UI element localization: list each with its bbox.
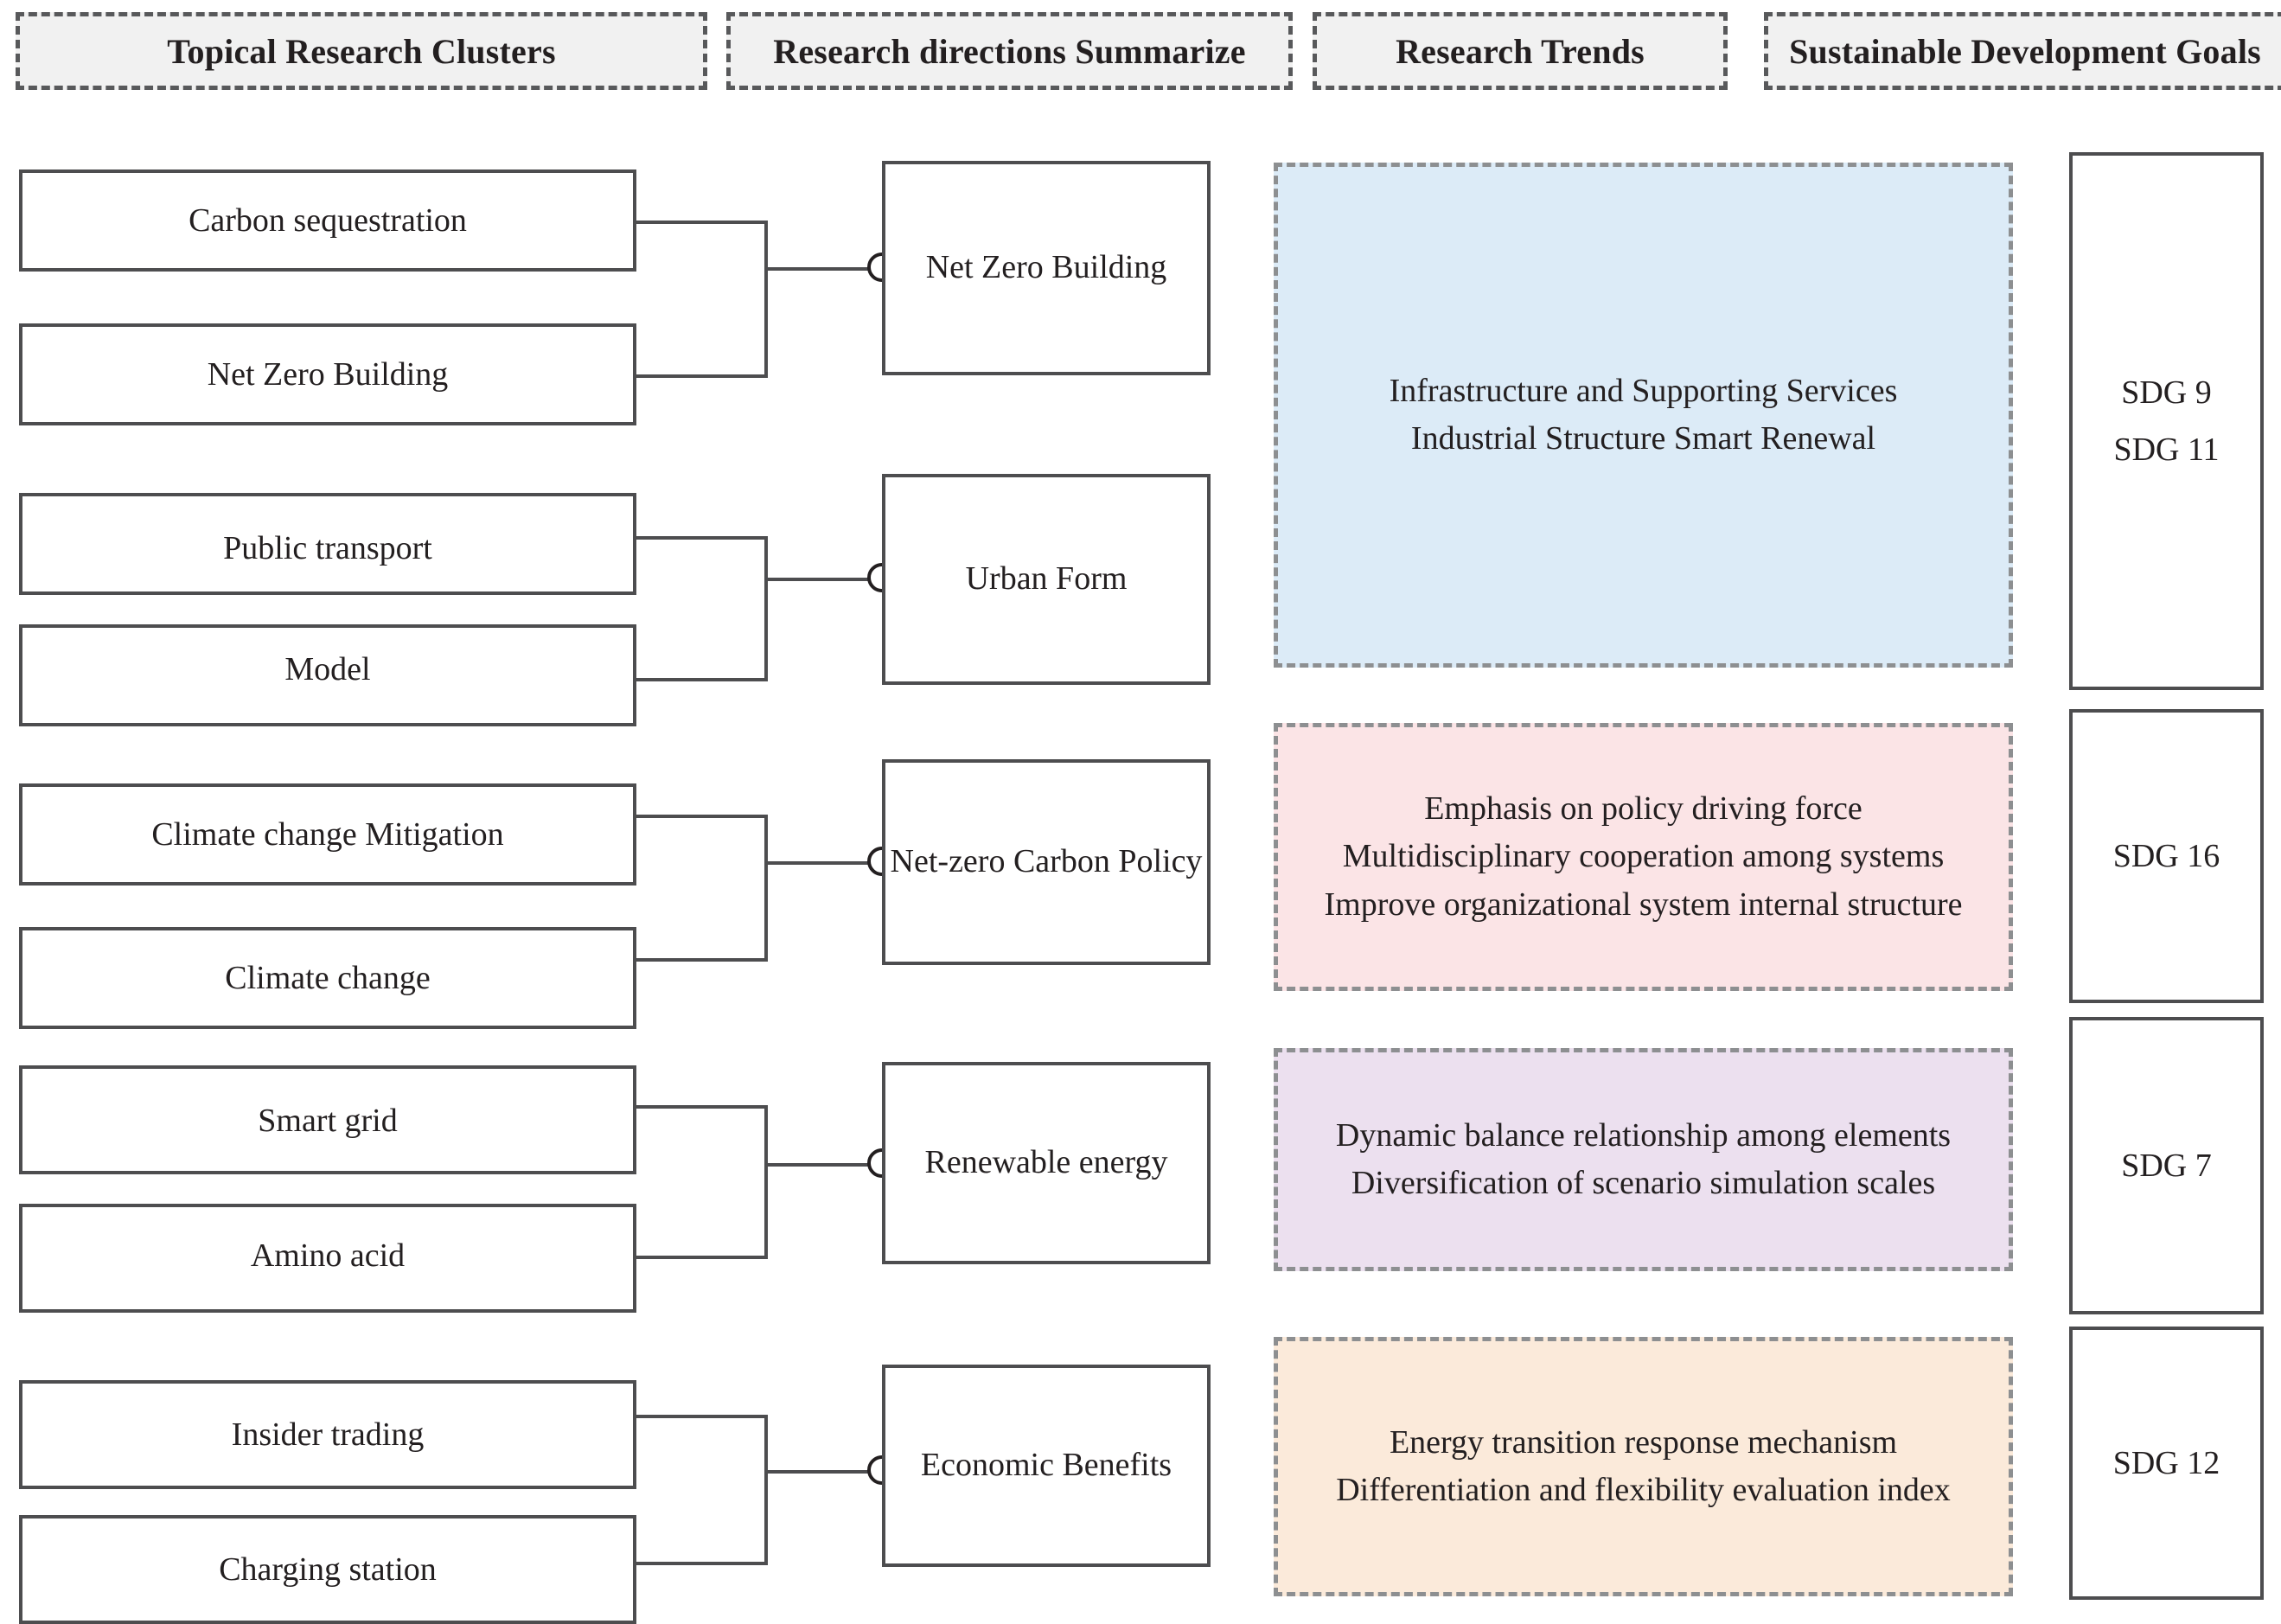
cluster-label: Carbon sequestration: [188, 202, 467, 239]
trend-line: Emphasis on policy driving force: [1424, 790, 1862, 828]
connector-line: [764, 1470, 870, 1474]
connector-line: [636, 1256, 768, 1259]
direction-label: Net Zero Building: [925, 249, 1167, 286]
trend-lines: Emphasis on policy driving force Multidi…: [1278, 785, 2009, 928]
trend-line: Energy transition response mechanism: [1389, 1423, 1898, 1461]
trend-box-energy-transition: Energy transition response mechanism Dif…: [1274, 1337, 2013, 1596]
trend-line: Multidisciplinary cooperation among syst…: [1342, 838, 1945, 875]
column-header-research-directions-summarize: Research directions Summarize: [726, 12, 1293, 90]
cluster-box-climate-change[interactable]: Climate change: [19, 927, 636, 1029]
connector-line: [764, 1105, 768, 1259]
sdg-line: SDG 9: [2121, 374, 2212, 411]
connector-line: [764, 815, 768, 962]
connector-line: [764, 1415, 768, 1565]
connector-line: [636, 374, 768, 378]
cluster-label: Climate change: [225, 960, 431, 996]
direction-box-net-zero-carbon-policy[interactable]: Net-zero Carbon Policy: [882, 759, 1211, 965]
connector-line: [636, 536, 768, 540]
direction-label: Net-zero Carbon Policy: [890, 843, 1203, 880]
direction-box-renewable-energy[interactable]: Renewable energy: [882, 1062, 1211, 1264]
cluster-box-climate-change-mitigation[interactable]: Climate change Mitigation: [19, 783, 636, 886]
sdg-box-7: SDG 7: [2069, 1017, 2264, 1314]
cluster-box-public-transport[interactable]: Public transport: [19, 493, 636, 595]
cluster-label: Public transport: [223, 530, 432, 566]
sdg-lines: SDG 7: [2121, 1128, 2212, 1204]
cluster-label: Model: [284, 651, 371, 687]
column-header-sustainable-development-goals: Sustainable Development Goals: [1764, 12, 2281, 90]
column-header-research-trends: Research Trends: [1313, 12, 1728, 90]
connector-line: [764, 861, 870, 865]
trend-lines: Infrastructure and Supporting Services I…: [1278, 368, 2009, 463]
cluster-box-insider-trading[interactable]: Insider trading: [19, 1380, 636, 1489]
trend-box-dynamic-balance: Dynamic balance relationship among eleme…: [1274, 1048, 2013, 1271]
cluster-label: Amino acid: [250, 1237, 406, 1274]
trend-line: Dynamic balance relationship among eleme…: [1335, 1116, 1952, 1154]
sdg-line: SDG 11: [2113, 432, 2220, 468]
sdg-line: SDG 12: [2112, 1445, 2220, 1481]
direction-box-urban-form[interactable]: Urban Form: [882, 474, 1211, 685]
connector-line: [636, 958, 768, 962]
sdg-line: SDG 7: [2121, 1148, 2212, 1184]
trend-lines: Energy transition response mechanism Dif…: [1278, 1419, 2009, 1514]
connector-line: [764, 1163, 870, 1167]
column-header-label: Sustainable Development Goals: [1789, 31, 2261, 71]
cluster-label: Smart grid: [258, 1103, 398, 1139]
cluster-box-amino-acid[interactable]: Amino acid: [19, 1204, 636, 1313]
cluster-label: Net Zero Building: [207, 356, 449, 393]
trend-line: Infrastructure and Supporting Services: [1389, 372, 1898, 409]
sdg-box-16: SDG 16: [2069, 709, 2264, 1003]
connector-line: [764, 578, 870, 581]
connector-line: [764, 267, 870, 271]
connector-line: [636, 678, 768, 681]
sdg-line: SDG 16: [2112, 838, 2220, 874]
connector-line: [636, 1415, 768, 1418]
direction-label: Economic Benefits: [920, 1447, 1172, 1484]
connector-line: [636, 815, 768, 818]
cluster-box-net-zero-building[interactable]: Net Zero Building: [19, 323, 636, 425]
connector-line: [764, 536, 768, 681]
sdg-lines: SDG 12: [2113, 1425, 2220, 1501]
trend-line: Industrial Structure Smart Renewal: [1410, 420, 1876, 457]
cluster-box-model[interactable]: Model: [19, 624, 636, 726]
column-header-label: Topical Research Clusters: [167, 31, 556, 71]
sdg-lines: SDG 16: [2113, 818, 2220, 894]
sdg-box-9-11: SDG 9 SDG 11: [2069, 152, 2264, 690]
column-header-label: Research Trends: [1396, 31, 1645, 71]
trend-box-infrastructure: Infrastructure and Supporting Services I…: [1274, 163, 2013, 668]
trend-line: Improve organizational system internal s…: [1324, 886, 1963, 923]
column-header-label: Research directions Summarize: [773, 31, 1246, 71]
connector-line: [636, 221, 768, 224]
trend-line: Diversification of scenario simulation s…: [1351, 1165, 1936, 1201]
trend-box-policy: Emphasis on policy driving force Multidi…: [1274, 723, 2013, 991]
cluster-box-smart-grid[interactable]: Smart grid: [19, 1065, 636, 1174]
connector-line: [764, 221, 768, 378]
sdg-box-12: SDG 12: [2069, 1327, 2264, 1600]
connector-line: [636, 1562, 768, 1565]
direction-box-economic-benefits[interactable]: Economic Benefits: [882, 1365, 1211, 1567]
trend-line: Differentiation and flexibility evaluati…: [1336, 1472, 1951, 1508]
cluster-label: Insider trading: [231, 1416, 425, 1453]
trend-lines: Dynamic balance relationship among eleme…: [1278, 1112, 2009, 1207]
connector-line: [636, 1105, 768, 1109]
direction-label: Renewable energy: [924, 1144, 1168, 1181]
cluster-box-charging-station[interactable]: Charging station: [19, 1515, 636, 1624]
direction-label: Urban Form: [965, 560, 1128, 598]
column-header-topical-research-clusters: Topical Research Clusters: [16, 12, 707, 90]
direction-box-net-zero-building[interactable]: Net Zero Building: [882, 161, 1211, 375]
sdg-lines: SDG 9 SDG 11: [2113, 355, 2219, 488]
cluster-label: Charging station: [219, 1551, 437, 1588]
cluster-label: Climate change Mitigation: [151, 816, 504, 853]
cluster-box-carbon-sequestration[interactable]: Carbon sequestration: [19, 169, 636, 272]
